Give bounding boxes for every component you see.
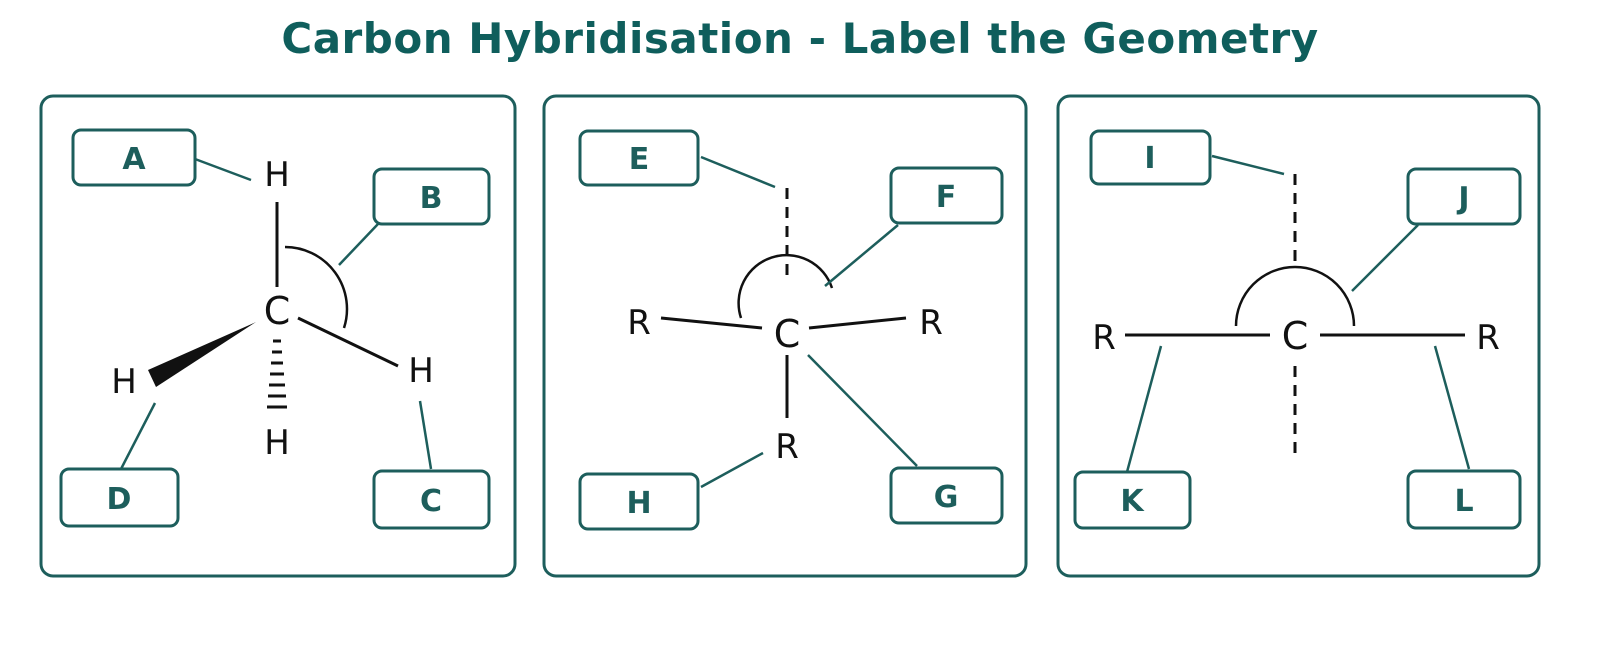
- label-box-b[interactable]: [372, 167, 491, 226]
- label-l: L: [1454, 484, 1473, 519]
- leader-l: [1433, 345, 1471, 470]
- bond-c-h-right: [297, 316, 399, 368]
- label-box-f[interactable]: [889, 166, 1004, 225]
- leader-e: [700, 155, 776, 189]
- label-box-c[interactable]: [372, 469, 491, 530]
- label-b: B: [420, 181, 443, 216]
- leader-d: [119, 402, 157, 470]
- label-g: G: [934, 480, 959, 515]
- leader-a: [194, 157, 252, 182]
- leader-b: [338, 223, 379, 266]
- label-box-d[interactable]: [59, 467, 180, 528]
- atom-h-bottom: H: [264, 423, 290, 463]
- label-j: J: [1456, 181, 1469, 216]
- leader-f: [824, 224, 899, 287]
- bond-angle-arc-3: [1234, 265, 1356, 327]
- atom-r-bottom: R: [775, 427, 799, 467]
- panel-linear: C R R I J K L: [1056, 94, 1541, 578]
- leader-g: [807, 354, 918, 467]
- atom-carbon: C: [1282, 314, 1309, 358]
- leader-i: [1211, 154, 1285, 176]
- atom-r-left: R: [1092, 318, 1116, 358]
- panel-tetrahedral: C H H H H A B C D: [39, 94, 517, 578]
- label-box-k[interactable]: [1073, 470, 1192, 530]
- hashed-bond-c-h-bottom: [267, 339, 287, 409]
- atom-carbon: C: [264, 289, 291, 333]
- label-box-i[interactable]: [1089, 129, 1212, 186]
- wedge-bond-c-h-left: [148, 322, 256, 387]
- label-i: I: [1144, 141, 1155, 176]
- label-d: D: [107, 482, 132, 517]
- atom-r-right: R: [1476, 318, 1500, 358]
- page-title: Carbon Hybridisation - Label the Geometr…: [281, 14, 1319, 63]
- label-box-g[interactable]: [889, 466, 1004, 525]
- atom-r-right: R: [919, 303, 943, 343]
- bond-angle-arc-1: [284, 245, 349, 329]
- label-a: A: [122, 142, 146, 177]
- bond-c-r-left: [660, 316, 763, 330]
- atom-h-left: H: [111, 362, 137, 402]
- label-c: C: [420, 484, 442, 519]
- atom-r-left: R: [627, 303, 651, 343]
- label-box-a[interactable]: [71, 128, 197, 187]
- leader-k: [1125, 345, 1163, 473]
- label-box-e[interactable]: [578, 129, 700, 187]
- label-e: E: [629, 142, 650, 177]
- label-f: F: [936, 180, 957, 215]
- panel-trigonal-planar: C R R R E F G H: [542, 94, 1028, 578]
- leader-h: [700, 451, 764, 489]
- label-box-h[interactable]: [578, 472, 700, 531]
- atom-carbon: C: [774, 312, 801, 356]
- leader-c: [418, 400, 433, 470]
- label-h: H: [626, 486, 651, 521]
- label-box-j[interactable]: [1406, 167, 1522, 226]
- bond-c-r-right: [808, 316, 907, 330]
- atom-h-right: H: [408, 351, 434, 391]
- atom-h-top: H: [264, 155, 290, 195]
- label-k: K: [1120, 484, 1145, 519]
- bond-angle-arc-2: [737, 253, 834, 319]
- leader-j: [1351, 224, 1419, 292]
- label-box-l[interactable]: [1406, 469, 1522, 530]
